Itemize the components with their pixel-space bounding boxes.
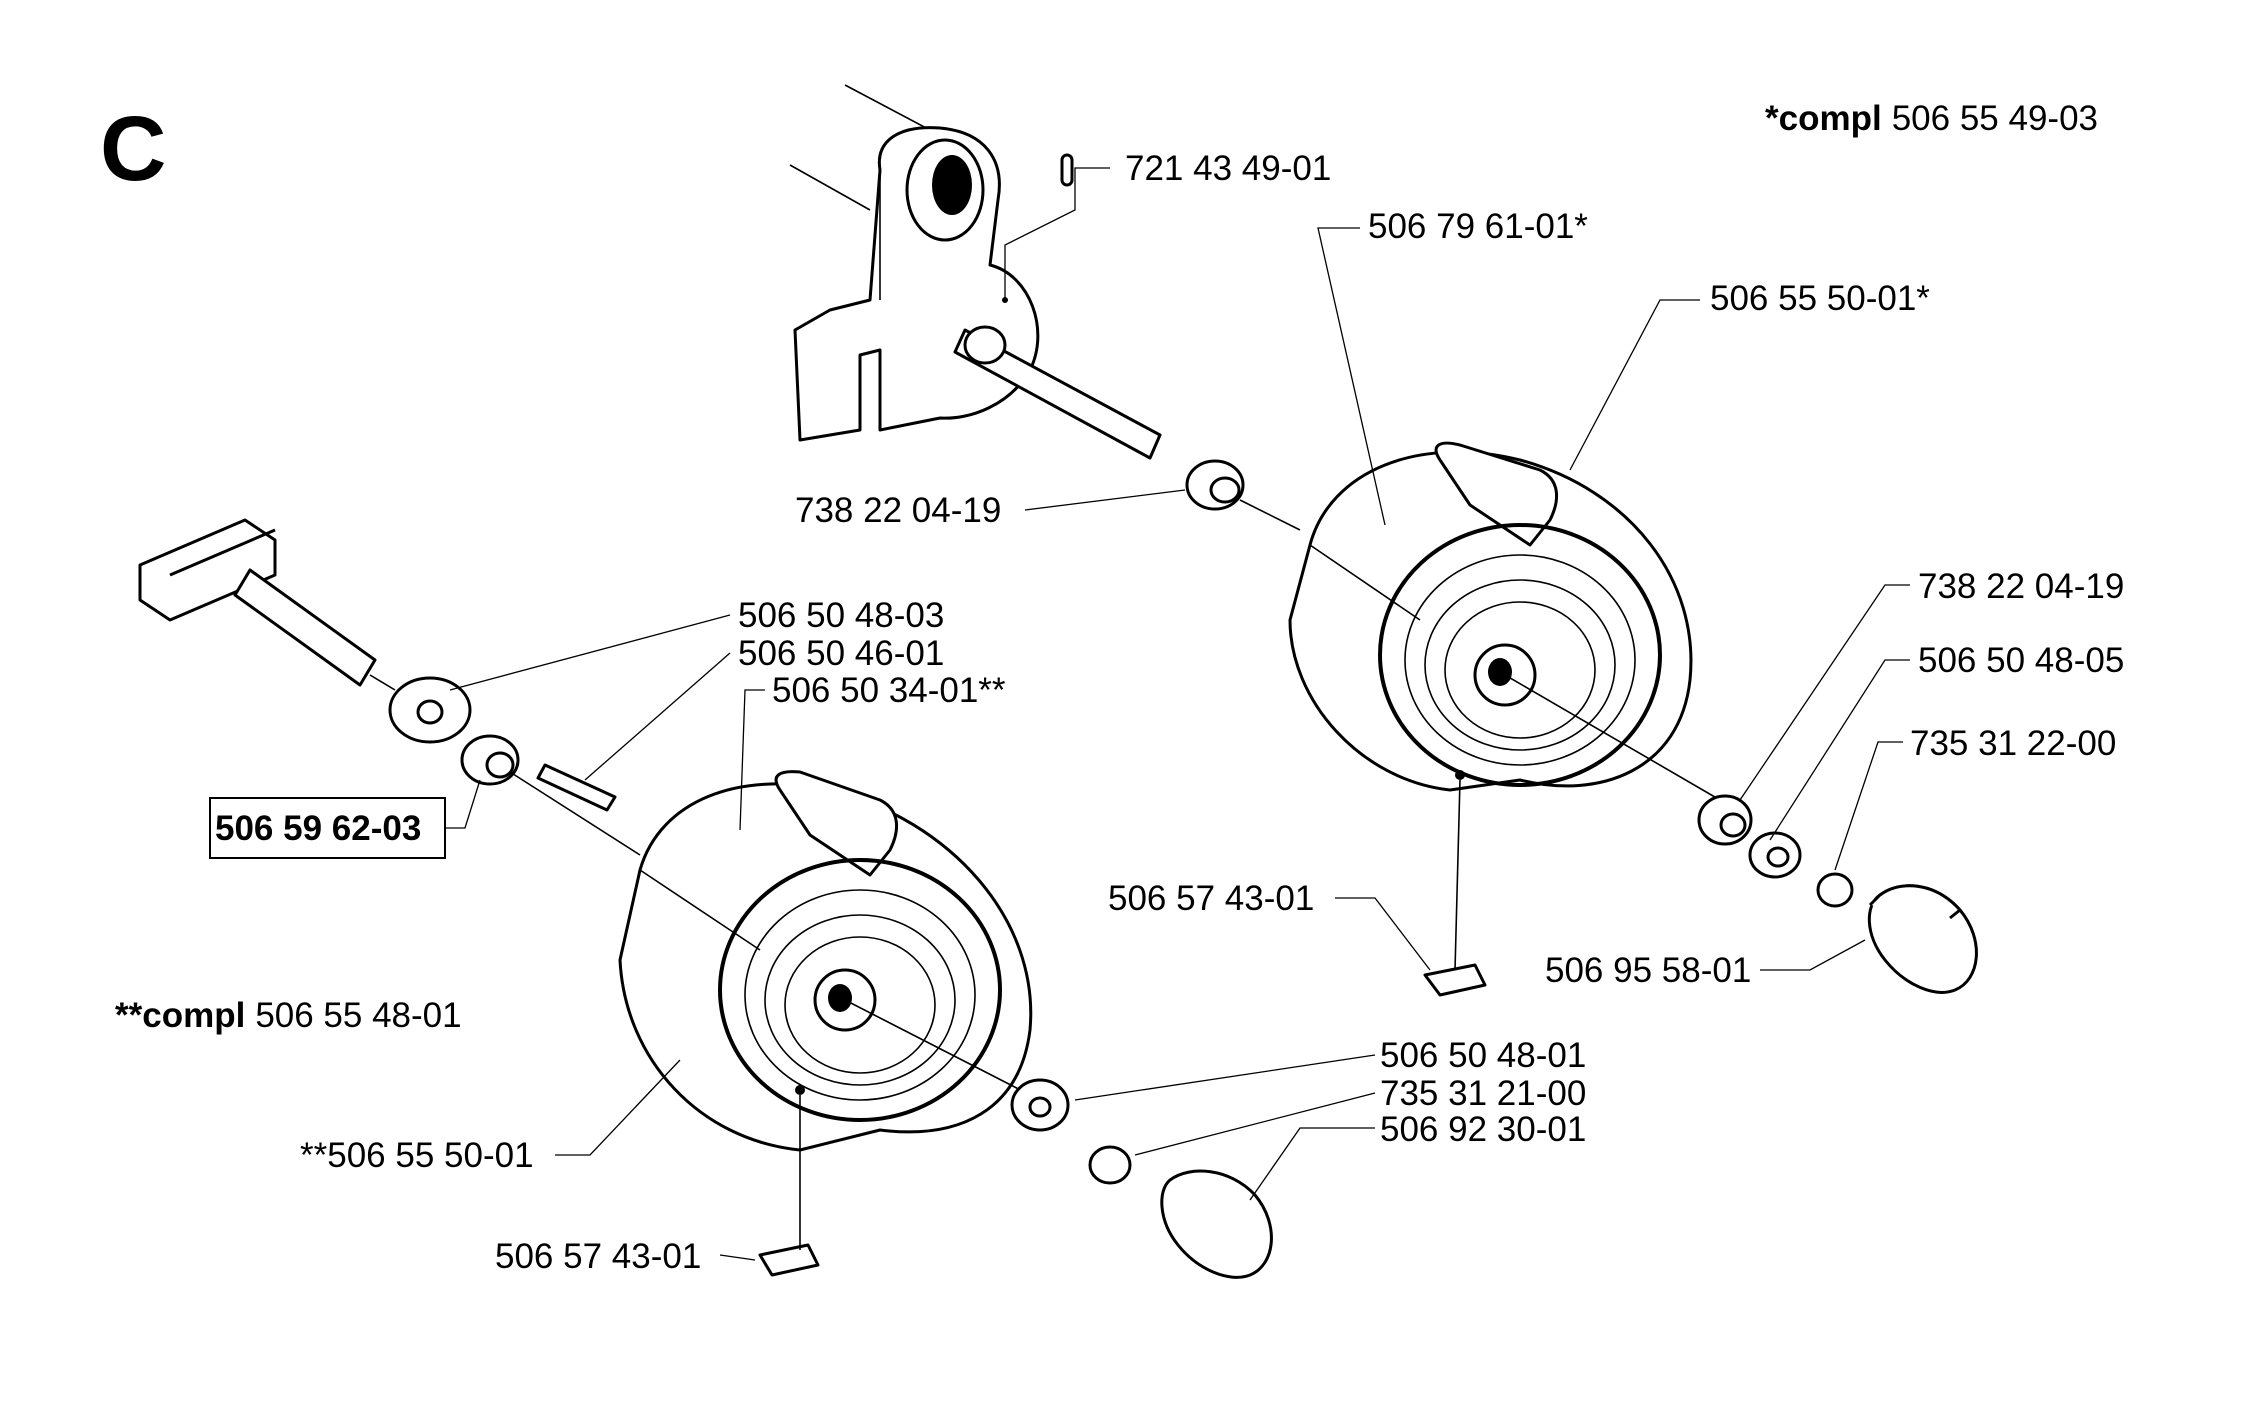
callout-506-57-43-01-lower: 506 57 43-01 <box>495 1237 701 1276</box>
callout-labels: 721 43 49-01 506 79 61-01* 506 55 50-01*… <box>215 149 2124 1276</box>
section-letter: C <box>100 98 166 200</box>
callout-506-79-61-01: 506 79 61-01* <box>1368 207 1588 246</box>
compl-top-prefix: *compl <box>1765 99 1882 138</box>
callout-506-95-58-01: 506 95 58-01 <box>1545 951 1751 990</box>
callout-506-92-30-01: 506 92 30-01 <box>1380 1110 1586 1149</box>
compl-bottom-note: **compl 506 55 48-01 <box>115 996 462 1035</box>
callout-735-31-21-00: 735 31 21-00 <box>1380 1074 1586 1113</box>
callout-506-55-50-01-upper: 506 55 50-01* <box>1710 279 1930 318</box>
upper-axle <box>953 297 1162 460</box>
compl-bottom-prefix: **compl <box>115 996 245 1035</box>
lower-mount <box>138 518 377 687</box>
washer-506-50-48-03 <box>388 676 472 744</box>
callout-721-43-49-01: 721 43 49-01 <box>1125 149 1331 188</box>
callout-506-55-50-01-lower: **506 55 50-01 <box>300 1136 534 1175</box>
callout-506-50-48-01: 506 50 48-01 <box>1380 1036 1586 1075</box>
callout-738-22-04-19-right: 738 22 04-19 <box>1918 567 2124 606</box>
compl-top-note: *compl 506 55 49-03 <box>1765 99 2098 138</box>
callout-506-57-43-01-upper: 506 57 43-01 <box>1108 879 1314 918</box>
key-506-50-46-01 <box>536 763 617 812</box>
callout-506-50-48-03: 506 50 48-03 <box>738 596 944 635</box>
callout-738-22-04-19-upper: 738 22 04-19 <box>795 491 1001 530</box>
pin-721 <box>1060 153 1074 187</box>
leader-lines <box>445 167 1910 1261</box>
callout-735-31-22-00: 735 31 22-00 <box>1910 724 2116 763</box>
lower-wheel <box>618 770 1033 1152</box>
callout-506-50-48-05: 506 50 48-05 <box>1918 641 2124 680</box>
upper-bracket <box>789 84 1040 442</box>
compl-top-number: 506 55 49-03 <box>1892 99 2098 138</box>
callout-506-50-34-01: 506 50 34-01** <box>772 671 1006 710</box>
callout-506-59-62-03: 506 59 62-03 <box>215 809 421 848</box>
upper-wheel <box>1288 441 1693 792</box>
bushing-738-upper <box>1185 459 1245 511</box>
lower-right-parts <box>758 1078 1273 1279</box>
highlighted-part-box <box>209 797 446 859</box>
upper-right-parts <box>1423 779 1978 997</box>
bushing-506-59-62-03 <box>460 734 520 786</box>
callout-506-50-46-01: 506 50 46-01 <box>738 634 944 673</box>
compl-bottom-number: 506 55 48-01 <box>255 996 461 1035</box>
